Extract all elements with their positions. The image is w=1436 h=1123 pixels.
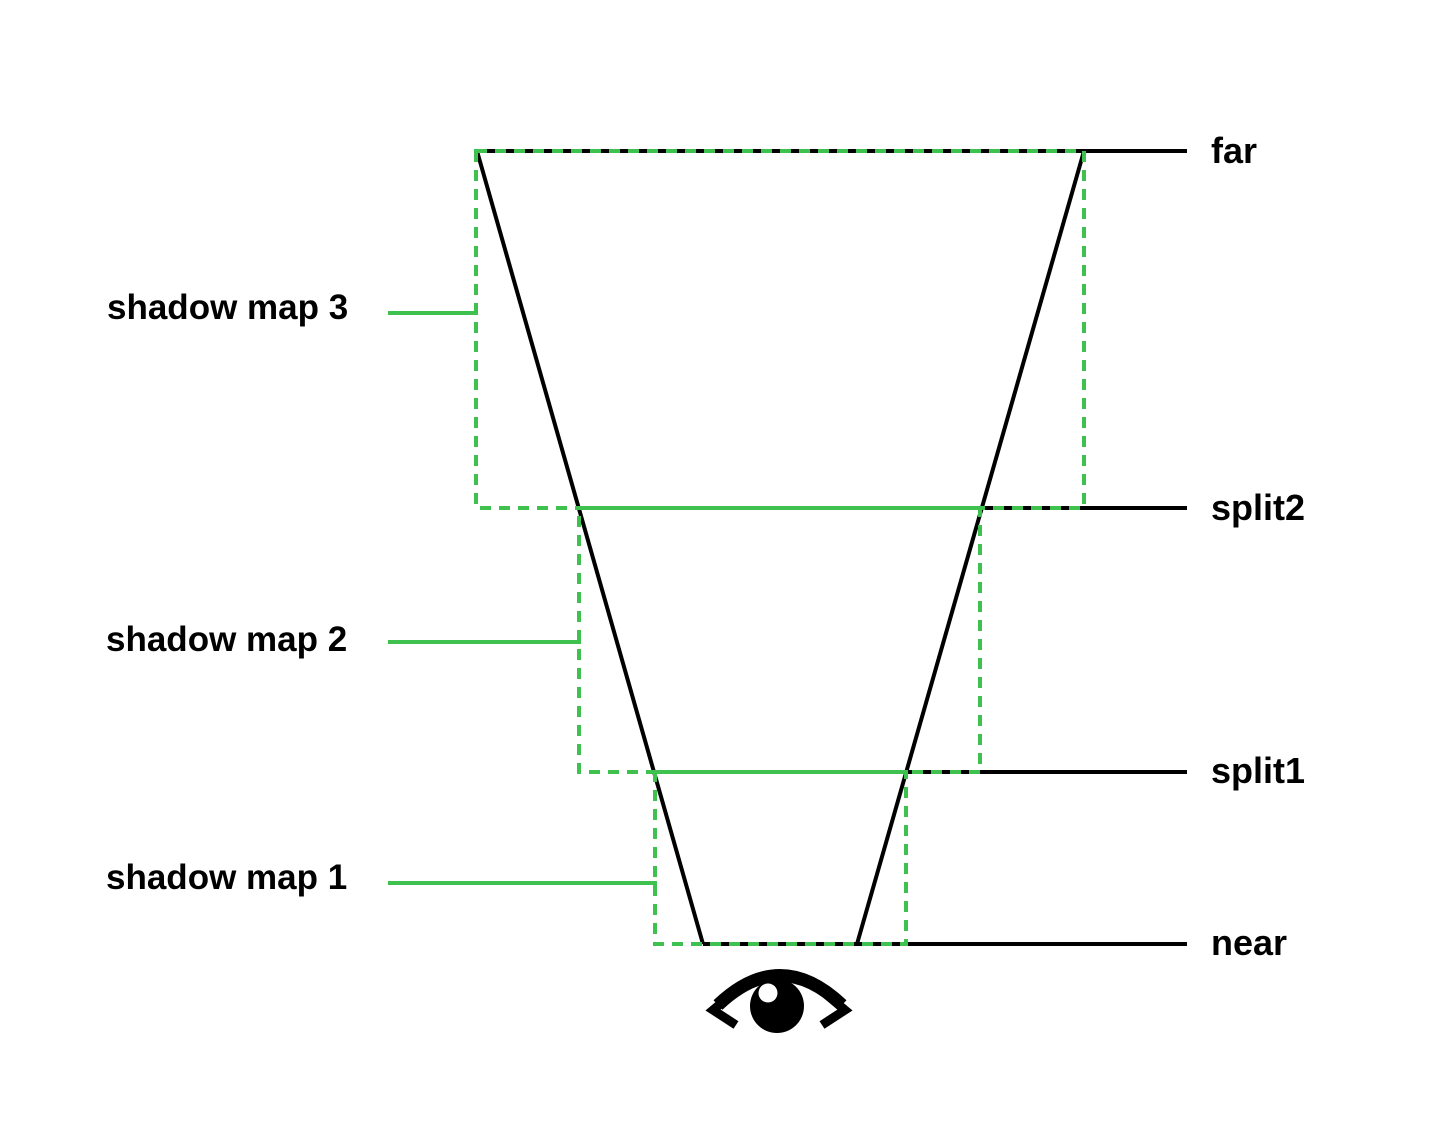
split1-label: split1 bbox=[1211, 750, 1306, 791]
shadow-map-2-box bbox=[577, 506, 982, 774]
frustum-right-edge bbox=[855, 150, 1086, 945]
near-label: near bbox=[1211, 922, 1288, 963]
shadow-map-1-box bbox=[653, 770, 908, 946]
shadow-map-1-label: shadow map 1 bbox=[106, 858, 348, 897]
shadow-map-3-box bbox=[474, 149, 1086, 510]
split2-label: split2 bbox=[1211, 487, 1306, 528]
far-label: far bbox=[1211, 130, 1258, 171]
frustum-left-edge bbox=[475, 150, 705, 945]
shadow-map-2-label: shadow map 2 bbox=[106, 620, 348, 659]
eye-icon bbox=[705, 969, 853, 1033]
shadow-map-3-label: shadow map 3 bbox=[107, 288, 349, 327]
